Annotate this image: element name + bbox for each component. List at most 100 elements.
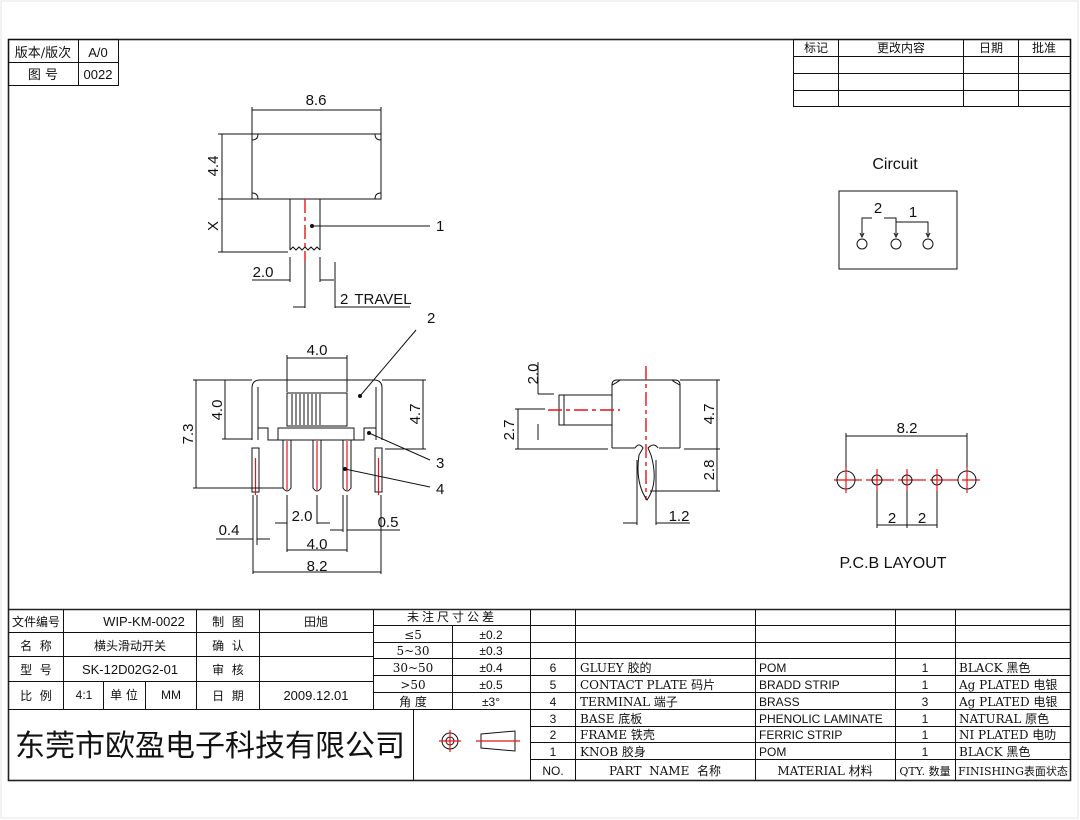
version-label: 版本/版次: [15, 45, 71, 61]
dim-stem-x: X: [205, 221, 222, 231]
dim-top-height: 4.4: [205, 156, 222, 177]
bom-no: 4: [550, 695, 557, 709]
bom-part-name: BASE 底板: [580, 711, 642, 726]
circuit-box: [838, 190, 958, 270]
bom-header-finishing: FINISHING表面状态: [958, 764, 1068, 778]
dim-top-width: 8.6: [306, 92, 327, 109]
dim-side-knob-offset: 2.7: [501, 420, 518, 441]
model-value: SK-12D02G2-01: [82, 662, 178, 677]
tolerance-value: ±3°: [482, 695, 500, 709]
revision-header-change: 更改内容: [877, 40, 925, 55]
tolerance-value: ±0.4: [479, 661, 503, 675]
tolerance-value: ±0.5: [479, 678, 503, 692]
callout-3: 3: [436, 455, 444, 472]
dim-frame-span: 8.2: [307, 558, 328, 575]
bom-material: POM: [759, 661, 786, 675]
front-view: 2 4.0 3: [180, 310, 444, 575]
name-label: 名 称: [20, 638, 52, 653]
dim-side-leg-width: 1.2: [669, 508, 690, 525]
bom-part-name: CONTACT PLATE 码片: [580, 678, 715, 692]
name-value: 横头滑动开关: [94, 639, 166, 653]
bom-qty: 1: [922, 678, 929, 692]
callout-4: 4: [436, 481, 444, 498]
file-no-label: 文件编号: [12, 614, 60, 629]
bom-material: PHENOLIC LAMINATE: [759, 712, 883, 726]
bom-finishing: NI PLATED 电叻: [959, 728, 1056, 742]
bom-no: 6: [550, 661, 557, 675]
bom-no: 5: [550, 678, 557, 692]
bom-header-no: NO.: [542, 764, 563, 778]
pcb-layout-title: P.C.B LAYOUT: [840, 555, 947, 572]
revision-header-approve: 批准: [1032, 40, 1056, 55]
dim-side-knob-height: 2.0: [525, 364, 542, 385]
dim-total-height: 7.3: [180, 424, 197, 445]
bom-qty: 1: [922, 712, 929, 726]
bom-material: BRASS: [759, 695, 800, 709]
title-block: 文件编号 WIP-KM-0022 名 称 横头滑动开关 型 号 SK-12D02…: [8, 608, 1071, 781]
company-name: 东莞市欧盈电子科技有限公司: [15, 729, 405, 764]
dim-side-body-height: 4.7: [701, 404, 718, 425]
dim-side-leg-length: 2.8: [701, 460, 718, 481]
bom-no: 3: [550, 712, 557, 726]
drawing-no-value: 0022: [84, 67, 113, 82]
dim-pin-pitch: 2.0: [292, 508, 313, 525]
tolerance-title: 未注尺寸公差: [407, 609, 497, 624]
bom-material: BRADD STRIP: [759, 678, 840, 692]
third-angle-projection-icon: [439, 730, 520, 752]
drawing-frame: [7, 38, 1072, 782]
bom-row: 4 TERMINAL 端子 BRASS 3 Ag PLATED 电银: [550, 695, 1058, 709]
circuit-label-2: 2: [874, 200, 882, 217]
model-label: 型 号: [20, 663, 52, 677]
callout-1: 1: [436, 218, 444, 235]
revision-header-date: 日期: [979, 41, 1003, 55]
bom-finishing: BLACK 黑色: [959, 661, 1030, 675]
bom-row: 3 BASE 底板 PHENOLIC LAMINATE 1 NATURAL 原色: [550, 711, 1049, 726]
bom-qty: 1: [922, 745, 929, 759]
drawn-value: 田旭: [304, 615, 328, 629]
tolerance-range: 角 度: [399, 694, 427, 709]
scale-value: 4:1: [76, 688, 93, 702]
circuit-diagram: Circuit 2 1: [838, 156, 958, 270]
file-no-value: WIP-KM-0022: [103, 614, 185, 629]
bom-part-name: GLUEY 胶的: [580, 660, 652, 675]
dim-frame-leg: 0.4: [219, 522, 240, 539]
bom-finishing: Ag PLATED 电银: [958, 678, 1057, 692]
review-label: 审 核: [212, 662, 244, 677]
bom-no: 1: [550, 745, 557, 759]
drawing-no-label: 图 号: [28, 68, 58, 83]
dim-knob-height: 4.0: [209, 400, 226, 421]
bom-material: FERRIC STRIP: [759, 728, 842, 742]
bom-finishing: NATURAL 原色: [959, 712, 1049, 726]
confirm-label: 确 认: [212, 639, 244, 653]
scale-label: 比 例: [20, 689, 52, 703]
dim-body-height: 4.7: [407, 404, 424, 425]
version-value: A/0: [88, 45, 108, 60]
tolerance-range: >50: [400, 678, 425, 692]
bom-header-material: MATERIAL 材料: [777, 764, 872, 778]
tolerance-range: ≤5: [404, 628, 422, 642]
circuit-terminal-c: [922, 238, 934, 250]
dim-pcb-pitch-b: 2: [918, 510, 926, 527]
bom-material: POM: [759, 745, 786, 759]
dim-stem-width: 2.0: [253, 264, 274, 281]
date-value: 2009.12.01: [283, 688, 348, 703]
callout-2: 2: [427, 310, 435, 327]
bom-qty: 3: [922, 695, 929, 709]
drawn-label: 制 图: [212, 615, 244, 629]
tolerance-value: ±0.2: [479, 628, 503, 642]
bom-part-name: TERMINAL 端子: [580, 695, 678, 709]
bom-finishing: Ag PLATED 电银: [958, 695, 1057, 709]
bom-header-qty: QTY. 数量: [899, 765, 950, 778]
version-block: 版本/版次 A/0 图 号 0022: [8, 39, 119, 86]
circuit-terminal-a: [856, 238, 868, 250]
pcb-layout: 8.2 2 2 P.C.B LAYOUT: [834, 420, 980, 572]
revision-header-mark: 标记: [804, 41, 828, 55]
dim-knob-width: 4.0: [307, 342, 328, 359]
dim-pcb-span: 8.2: [897, 420, 918, 437]
